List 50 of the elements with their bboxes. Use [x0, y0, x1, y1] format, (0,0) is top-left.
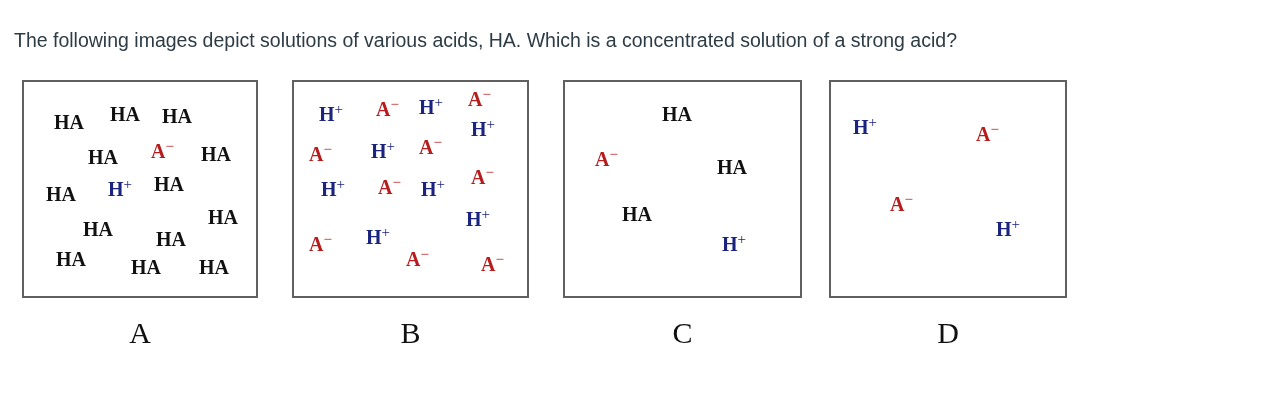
- solution-box: [563, 80, 802, 298]
- option-letter: A: [128, 318, 152, 348]
- species-label: HA: [199, 257, 229, 277]
- species-label: A$^{−}$: [471, 167, 494, 187]
- species-label: H$^{+}$: [319, 104, 344, 124]
- species-label: H$^{+}$: [321, 179, 346, 199]
- option-letter: C: [671, 318, 694, 348]
- species-label: HA: [717, 157, 747, 177]
- species-label: H$^{+}$: [722, 234, 747, 254]
- species-label: H$^{+}$: [853, 117, 878, 137]
- solution-box: [829, 80, 1067, 298]
- species-label: H$^{+}$: [108, 179, 133, 199]
- species-label: A$^{−}$: [309, 144, 332, 164]
- species-label: H$^{+}$: [371, 141, 396, 161]
- species-label: HA: [156, 229, 186, 249]
- question-text: The following images depict solutions of various acids, HA. Which is a concentrated solution of a strong acid?: [14, 28, 957, 53]
- species-label: A$^{−}$: [890, 194, 913, 214]
- species-label: HA: [88, 147, 118, 167]
- species-label: A$^{−}$: [976, 124, 999, 144]
- species-label: H$^{+}$: [466, 209, 491, 229]
- species-label: HA: [131, 257, 161, 277]
- species-label: H$^{+}$: [421, 179, 446, 199]
- species-label: HA: [110, 104, 140, 124]
- species-label: A$^{−}$: [151, 141, 174, 161]
- species-label: HA: [208, 207, 238, 227]
- species-label: HA: [622, 204, 652, 224]
- species-label: A$^{−}$: [595, 149, 618, 169]
- species-label: A$^{−}$: [419, 137, 442, 157]
- species-label: A$^{−}$: [378, 177, 401, 197]
- option-letter: D: [936, 318, 960, 348]
- species-label: HA: [154, 174, 184, 194]
- solution-box: [292, 80, 529, 298]
- species-label: HA: [83, 219, 113, 239]
- species-label: A$^{−}$: [481, 254, 504, 274]
- option-letter: B: [399, 318, 422, 348]
- species-label: HA: [201, 144, 231, 164]
- species-label: H$^{+}$: [366, 227, 391, 247]
- species-label: A$^{−}$: [376, 99, 399, 119]
- species-label: H$^{+}$: [471, 119, 496, 139]
- species-label: A$^{−}$: [468, 89, 491, 109]
- species-label: HA: [46, 184, 76, 204]
- species-label: A$^{−}$: [406, 249, 429, 269]
- species-label: H$^{+}$: [419, 97, 444, 117]
- species-label: HA: [162, 106, 192, 126]
- species-label: A$^{−}$: [309, 234, 332, 254]
- solution-box: [22, 80, 258, 298]
- species-label: HA: [54, 112, 84, 132]
- species-label: HA: [662, 104, 692, 124]
- species-label: H$^{+}$: [996, 219, 1021, 239]
- species-label: HA: [56, 249, 86, 269]
